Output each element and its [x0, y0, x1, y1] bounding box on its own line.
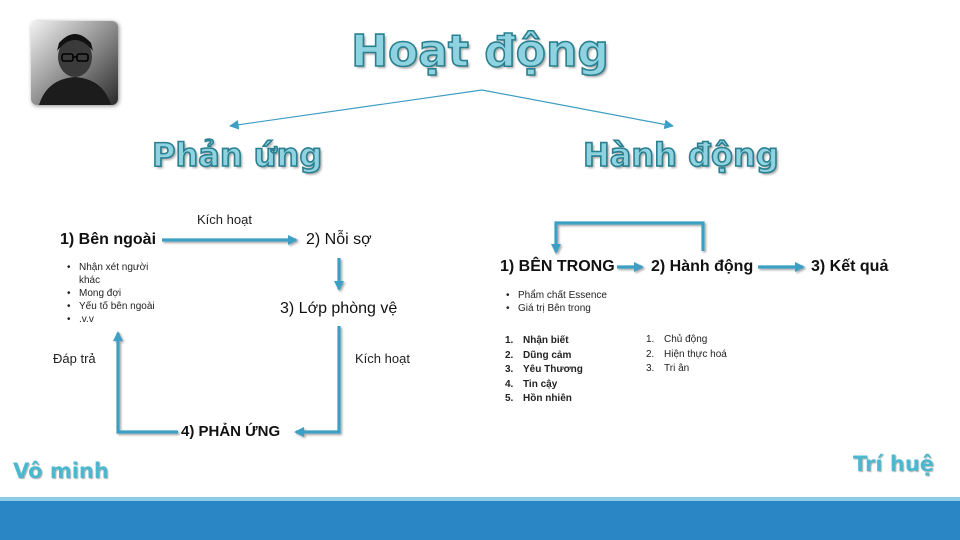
node-ben-ngoai: 1) Bên ngoài: [60, 231, 157, 248]
list-item: 3.Tri ân: [646, 363, 690, 374]
qualities-numbered-list: 1.Nhận biết 2.Dũng cảm 3.Yêu Thương 4.Ti…: [505, 334, 583, 407]
actions-numbered-list: 1.Chủ động 2.Hiện thực hoá 3.Tri ân: [646, 333, 727, 377]
footer-stripe: [0, 497, 960, 501]
list-item: Mong đợi: [67, 287, 171, 300]
list-item: 1.Chủ động: [646, 334, 708, 345]
branch-title-phan-ung: Phản ứng: [151, 135, 323, 175]
external-factors-list: Nhận xét người khác Mong đợi Yếu tố bên …: [67, 261, 171, 326]
list-item: 1.Nhận biết: [505, 335, 569, 346]
branch-title-hanh-dong: Hành động: [582, 135, 779, 175]
list-item: 5.Hồn nhiên: [505, 393, 572, 404]
arrow-phan-ung-to-ben-ngoai: [112, 330, 178, 434]
corner-label-vo-minh: Vô minh: [13, 459, 109, 483]
label-kich-hoat-top: Kích hoạt: [197, 212, 252, 227]
diagram-title: Hoạt động: [350, 25, 609, 78]
branch-arrow-right: [481, 89, 674, 130]
list-item: 4.Tin cậy: [505, 378, 558, 390]
label-dap-tra: Đáp trả: [53, 351, 96, 366]
list-item: Yếu tố bên ngoài: [67, 300, 171, 313]
list-item: Nhận xét người khác: [67, 261, 171, 287]
inner-values-list: Phẩm chất Essence Giá trị Bên trong: [506, 289, 636, 315]
node-lop-phong-ve: 3) Lớp phòng vệ: [280, 300, 398, 317]
list-item: 2.Dũng cảm: [505, 349, 572, 361]
list-item: Giá trị Bên trong: [506, 302, 636, 315]
list-item: 3.Yêu Thương: [505, 364, 583, 375]
footer-band: [0, 497, 960, 540]
author-photo: [31, 21, 118, 105]
node-ket-qua: 3) Kết quả: [811, 258, 889, 275]
node-hanh-dong: 2) Hành động: [651, 258, 754, 275]
node-phan-ung: 4) PHẢN ỨNG: [181, 423, 281, 440]
loop-hanh-dong-to-ben-trong: [550, 221, 705, 255]
list-item: Phẩm chất Essence: [506, 289, 636, 302]
list-item: .v.v: [67, 313, 171, 326]
corner-label-tri-hue: Trí huệ: [853, 452, 935, 476]
node-ben-trong: 1) BÊN TRONG: [500, 258, 615, 275]
arrow-lop-phong-ve-to-phan-ung: [293, 326, 341, 438]
label-kich-hoat-right: Kích hoạt: [355, 351, 410, 366]
branch-arrow-left: [229, 89, 483, 130]
portrait-image: [39, 34, 111, 105]
list-item: 2.Hiện thực hoá: [646, 348, 727, 360]
node-noi-so: 2) Nỗi sợ: [306, 231, 372, 248]
